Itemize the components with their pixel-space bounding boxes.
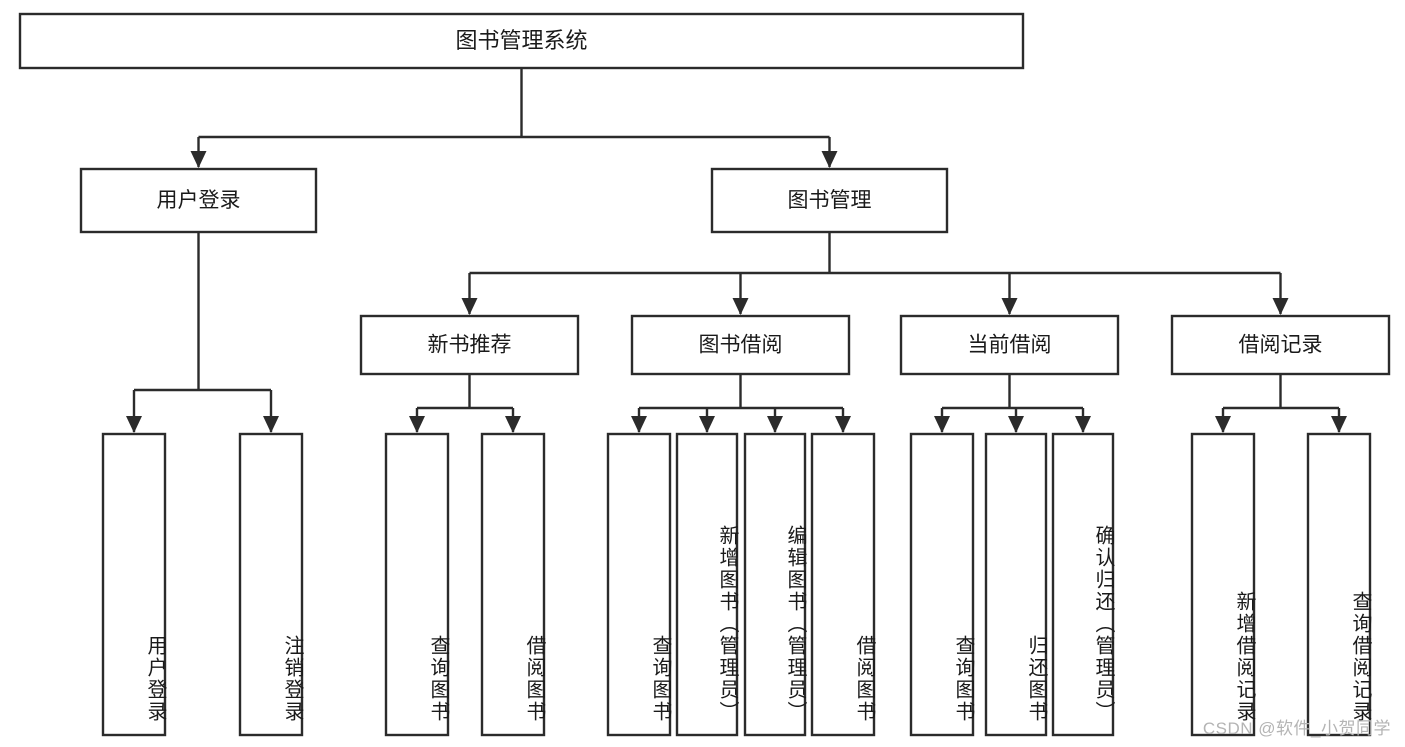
node-level2-box-1[interactable]	[710, 167, 949, 234]
node-root-box[interactable]	[18, 12, 1025, 70]
node-leaf-box-0[interactable]	[101, 432, 167, 737]
node-level2-box-0[interactable]	[79, 167, 318, 234]
node-leaf-box-9[interactable]	[984, 432, 1048, 737]
connector-arrow-icon	[505, 416, 521, 433]
connector-arrow-icon	[126, 416, 142, 433]
connector-arrow-icon	[1001, 298, 1018, 315]
node-leaf-box-3[interactable]	[480, 432, 546, 737]
node-leaf-box-11[interactable]	[1190, 432, 1256, 737]
node-leaf-box-8[interactable]	[909, 432, 975, 737]
connector-arrow-icon	[1272, 298, 1289, 315]
node-level2-label-0: 用户登录	[157, 189, 241, 212]
connector-arrow-icon	[835, 416, 851, 433]
connector-arrow-icon	[1075, 416, 1091, 433]
connector-arrow-icon	[190, 151, 207, 168]
watermark-text: CSDN @软件_小贺同学	[1202, 719, 1391, 738]
connector-arrow-icon	[461, 298, 478, 315]
node-leaf-box-2[interactable]	[384, 432, 450, 737]
node-boxes-layer	[18, 12, 1391, 737]
connectors-layer	[126, 68, 1347, 433]
connector-arrow-icon	[263, 416, 279, 433]
node-leaf-box-4[interactable]	[606, 432, 672, 737]
connector-arrow-icon	[699, 416, 715, 433]
connector-arrow-icon	[767, 416, 783, 433]
connector-arrow-icon	[732, 298, 749, 315]
node-level3-box-2[interactable]	[899, 314, 1120, 376]
node-root-label: 图书管理系统	[455, 28, 587, 53]
node-leaf-box-7[interactable]	[810, 432, 876, 737]
node-level3-box-1[interactable]	[630, 314, 851, 376]
connector-arrow-icon	[1008, 416, 1024, 433]
connector-arrow-icon	[934, 416, 950, 433]
node-leaf-box-6[interactable]	[743, 432, 807, 737]
node-level3-label-0: 新书推荐	[428, 334, 512, 357]
node-level3-label-2: 当前借阅	[968, 334, 1052, 357]
node-level3-label-3: 借阅记录	[1239, 334, 1323, 357]
node-leaf-box-5[interactable]	[675, 432, 739, 737]
connector-arrow-icon	[1215, 416, 1231, 433]
node-level3-box-3[interactable]	[1170, 314, 1391, 376]
connector-arrow-icon	[631, 416, 647, 433]
connector-arrow-icon	[821, 151, 838, 168]
node-level3-label-1: 图书借阅	[699, 334, 783, 357]
connector-arrow-icon	[1331, 416, 1347, 433]
node-leaf-box-10[interactable]	[1051, 432, 1115, 737]
node-level2-label-1: 图书管理	[788, 189, 872, 212]
node-level3-box-0[interactable]	[359, 314, 580, 376]
node-leaf-box-1[interactable]	[238, 432, 304, 737]
node-leaf-box-12[interactable]	[1306, 432, 1372, 737]
connector-arrow-icon	[409, 416, 425, 433]
